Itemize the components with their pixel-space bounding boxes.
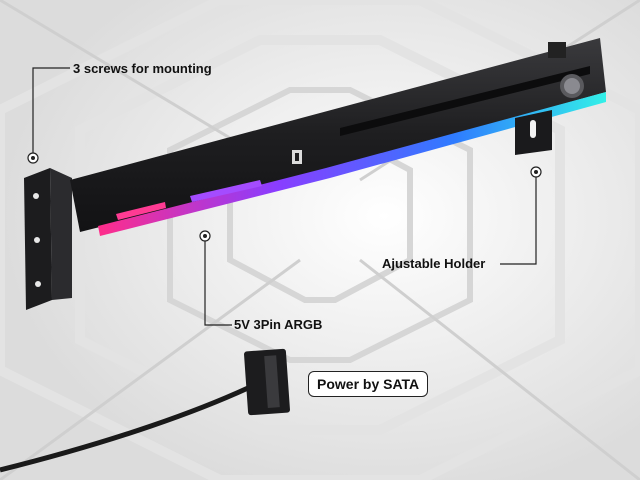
gpu-support-bracket xyxy=(24,38,606,310)
callout-lines xyxy=(32,67,537,326)
target-marker-argb xyxy=(199,230,211,242)
screw-hole xyxy=(35,281,41,287)
target-marker-holder xyxy=(530,166,542,178)
callout-argb-label: 5V 3Pin ARGB xyxy=(234,317,323,332)
top-clip xyxy=(548,42,566,58)
bracket-arm xyxy=(70,38,606,232)
target-marker-screws xyxy=(27,152,39,164)
callout-holder-label: Ajustable Holder xyxy=(382,256,486,271)
brand-logo-icon xyxy=(292,150,302,164)
screw-hole xyxy=(34,237,40,243)
screw-hole xyxy=(33,193,39,199)
callout-sata-label: Power by SATA xyxy=(308,371,429,397)
callout-screws-label: 3 screws for mounting xyxy=(73,61,212,76)
rgb-light-strip xyxy=(98,92,606,236)
sata-cable xyxy=(0,348,290,473)
adjust-slot xyxy=(340,66,590,136)
